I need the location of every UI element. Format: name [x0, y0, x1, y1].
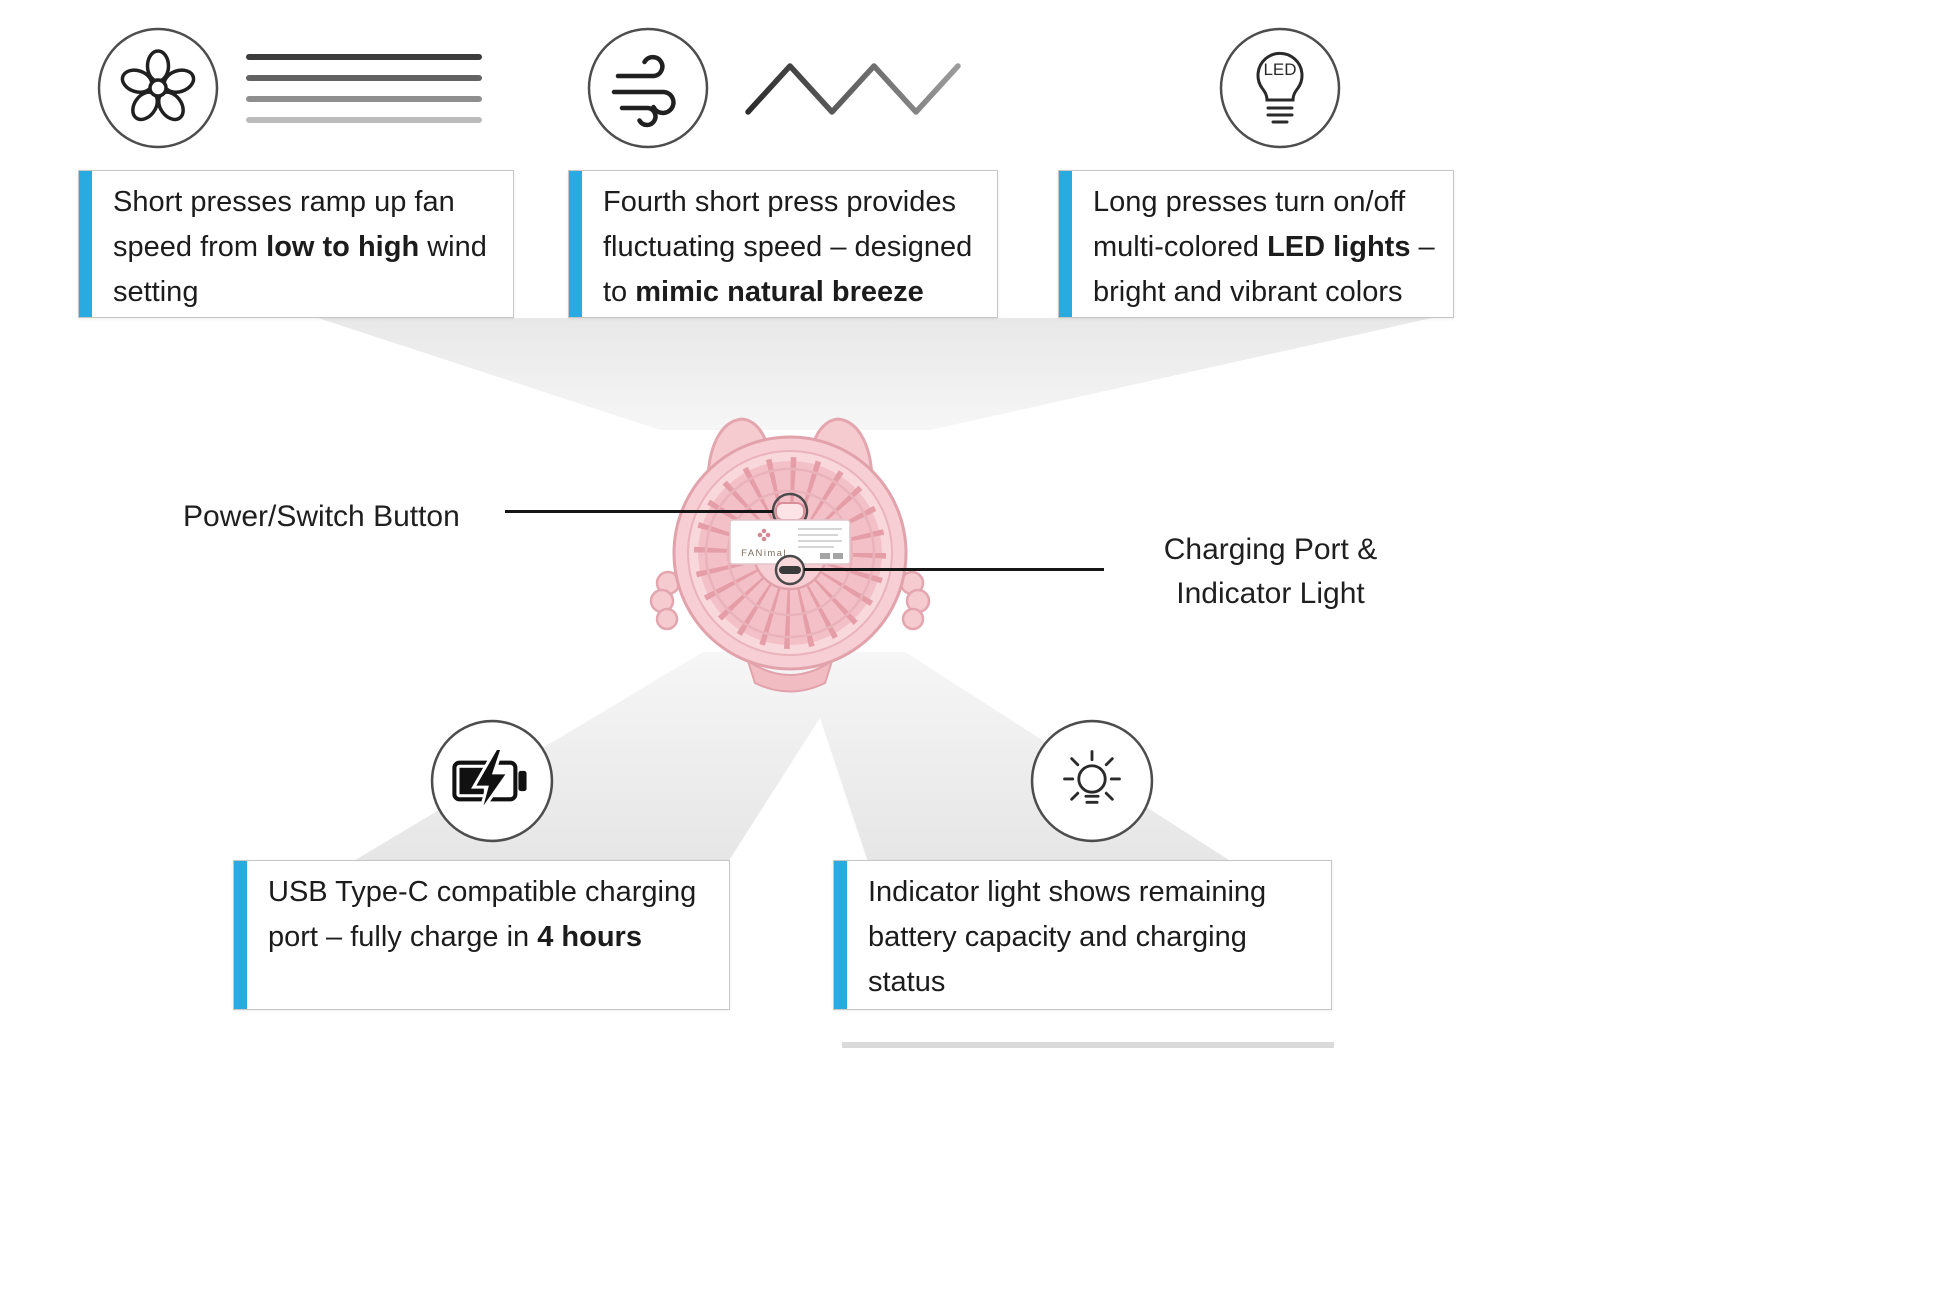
led-icon-label: LED [1263, 60, 1296, 79]
speed-line-2 [246, 75, 482, 81]
feature-card-natural-breeze: Fourth short press provides fluctuating … [568, 170, 998, 318]
accent-bar [1059, 171, 1072, 317]
power-button-pointer-line [505, 510, 773, 513]
fan-brand-text: FANimal [741, 548, 787, 559]
side-paw-scallops [649, 570, 931, 631]
feature-text-fan-speed: Short presses ramp up fan speed from low… [113, 186, 487, 308]
fan-icon [97, 27, 219, 149]
product-fan-image: FANimal [649, 417, 931, 693]
bottom-divider-line [842, 1042, 1334, 1048]
power-button[interactable] [775, 502, 805, 521]
accent-bar [569, 171, 582, 317]
feature-card-fan-speed: Short presses ramp up fan speed from low… [78, 170, 514, 318]
feature-card-indicator: Indicator light shows remaining battery … [833, 860, 1332, 1010]
feature-text-natural-breeze: Fourth short press provides fluctuating … [603, 186, 973, 308]
wind-icon [587, 27, 709, 149]
charging-port-label: Charging Port & Indicator Light [1128, 528, 1413, 616]
accent-bar [79, 171, 92, 317]
speed-lines-graphic [246, 54, 482, 123]
feature-card-led-lights: Long presses turn on/off multi-colored L… [1058, 170, 1454, 318]
feature-text-charging: USB Type-C compatible charging port – fu… [268, 876, 697, 953]
feature-text-led-lights: Long presses turn on/off multi-colored L… [1093, 186, 1435, 308]
speed-line-4 [246, 117, 482, 123]
charging-port-label-line2: Indicator Light [1176, 577, 1365, 610]
led-bulb-icon: LED [1219, 27, 1341, 149]
wave-graphic [745, 63, 961, 115]
accent-bar [834, 861, 847, 1009]
accent-bar [234, 861, 247, 1009]
beam-top [318, 318, 1432, 430]
fan-label-cert-marks [820, 553, 843, 559]
fan-base [746, 658, 834, 693]
speed-line-1 [246, 54, 482, 60]
fan-label-spec-lines [798, 528, 842, 548]
fan-grill [694, 457, 886, 649]
charging-port-label-line1: Charging Port & [1163, 533, 1378, 566]
battery-charging-icon [430, 719, 554, 843]
feature-card-charging: USB Type-C compatible charging port – fu… [233, 860, 730, 1010]
charging-port-pointer-line [804, 568, 1104, 571]
power-switch-label: Power/Switch Button [183, 500, 460, 533]
feature-text-indicator: Indicator light shows remaining battery … [868, 876, 1267, 998]
fan-brand-logo [757, 528, 771, 542]
charging-port[interactable] [779, 566, 801, 574]
speed-line-3 [246, 96, 482, 102]
indicator-light-icon [1030, 719, 1154, 843]
